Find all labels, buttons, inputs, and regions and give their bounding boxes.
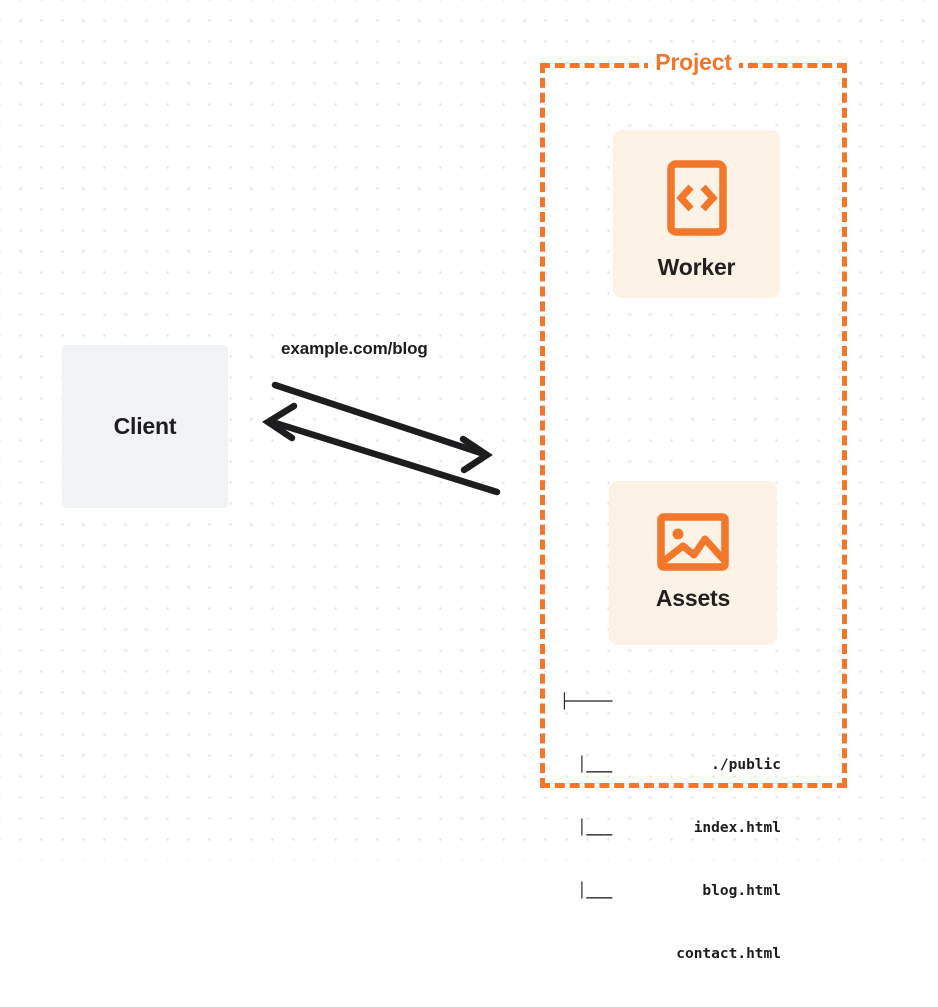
code-file-icon xyxy=(666,160,727,236)
file-tree-row: ├───── ./public xyxy=(560,692,782,773)
asset-file-tree: ├───── ./public │___ index.html │___ blo… xyxy=(560,650,782,962)
worker-card[interactable]: Worker xyxy=(613,130,780,298)
connection-arrows xyxy=(261,381,501,496)
client-node[interactable]: Client xyxy=(62,345,228,508)
tree-item-label: ./public xyxy=(711,757,781,773)
assets-card[interactable]: Assets xyxy=(609,481,777,645)
connection-url-label: example.com/blog xyxy=(281,339,428,358)
tree-connector-icon: │___ xyxy=(560,820,613,836)
tree-connector-icon: ├───── xyxy=(560,694,613,710)
client-node-label: Client xyxy=(113,413,177,439)
file-tree-row: │___ contact.html xyxy=(560,881,782,962)
file-tree-row: │___ index.html xyxy=(560,755,782,836)
tree-item-label: contact.html xyxy=(676,946,781,962)
image-icon xyxy=(657,513,729,571)
assets-card-label: Assets xyxy=(655,585,731,611)
worker-card-label: Worker xyxy=(657,254,736,280)
tree-connector-icon: │___ xyxy=(560,757,613,773)
file-tree-row: │___ blog.html xyxy=(560,818,782,899)
tree-connector-icon: │___ xyxy=(560,883,613,899)
request-arrow-icon xyxy=(271,381,493,474)
response-arrow-icon xyxy=(261,402,501,496)
tree-item-label: index.html xyxy=(693,820,781,836)
diagram-canvas: Client example.com/blog Project Worker xyxy=(0,0,938,962)
